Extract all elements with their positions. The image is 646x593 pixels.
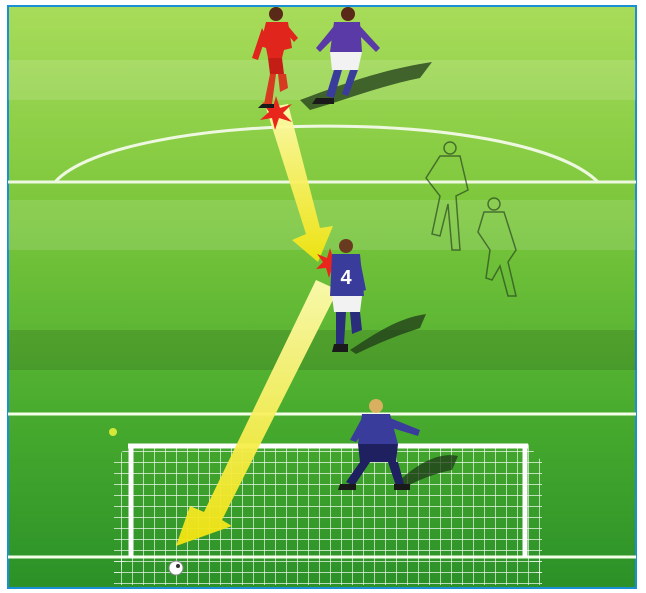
ball: [169, 561, 183, 575]
penalty-spot: [109, 428, 117, 436]
jersey-number: 4: [340, 267, 352, 289]
